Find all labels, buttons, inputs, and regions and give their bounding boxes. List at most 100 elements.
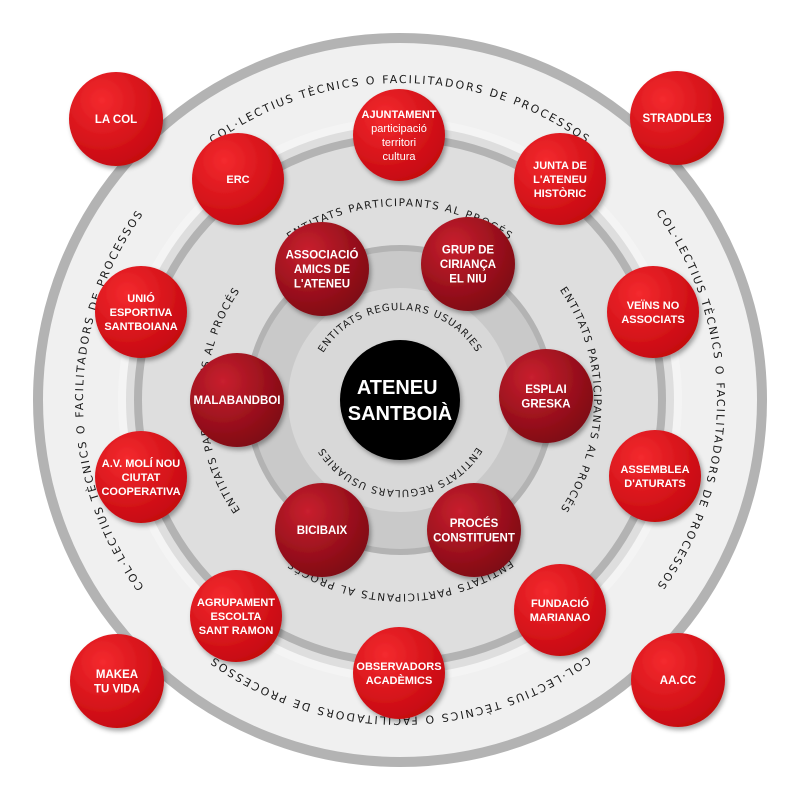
corner-node-label: MAKEA TU VIDA [94, 669, 140, 696]
middle-node-label-line: CIUTAT [122, 472, 161, 484]
middle-node-label-line: JUNTA DE [533, 160, 587, 172]
inner-node-label: ESPLAI GRESKA [521, 384, 570, 411]
middle-node-unio: UNIÓ ESPORTIVA SANTBOIANA [95, 266, 187, 358]
middle-node-fundacio: FUNDACIÓ MARIANAO [514, 564, 606, 656]
middle-node-label: AJUNTAMENT participació territori cultura [362, 109, 437, 163]
middle-node-label-line: ESPORTIVA [110, 307, 173, 319]
middle-node-circle [514, 564, 606, 656]
inner-node-circle [499, 349, 593, 443]
middle-node-erc: ERC [192, 133, 284, 225]
inner-node-circle [190, 353, 284, 447]
middle-node-label: VEÏNS NO ASSOCIATS [621, 299, 684, 326]
center-line-1: ATENEU [357, 377, 438, 399]
middle-node-circle [190, 570, 282, 662]
middle-node-label-line: ASSOCIATS [621, 314, 684, 326]
middle-node-label-line: COOPERATIVA [101, 486, 180, 498]
center-node: ATENEU SANTBOIÀ [340, 340, 460, 460]
middle-node-circle [609, 430, 701, 522]
middle-node-label-line: participació [371, 123, 427, 135]
middle-node-label-line: ESCOLTA [211, 611, 262, 623]
middle-node-agrupament: AGRUPAMENT ESCOLTA SANT RAMON [190, 570, 282, 662]
inner-node-circle [427, 483, 521, 577]
inner-node-label-line: GRUP DE [442, 245, 495, 257]
middle-node-label-line: cultura [382, 151, 416, 163]
inner-node-label-line: ASSOCIACIÓ [286, 249, 359, 262]
middle-node-label-line: territori [382, 137, 416, 149]
middle-node-label-line: VEÏNS NO [627, 299, 680, 312]
inner-node-label: MALABANDBOI [194, 395, 281, 407]
corner-node-makea: MAKEA TU VIDA [70, 634, 164, 728]
middle-node-label-line: FUNDACIÓ [531, 597, 589, 610]
corner-node-label-line: AA.CC [660, 675, 696, 687]
middle-node-label-line: AGRUPAMENT [197, 597, 275, 609]
middle-node-label-line: OBSERVADORS [356, 661, 441, 673]
inner-node-esplai: ESPLAI GRESKA [499, 349, 593, 443]
inner-node-circle [421, 217, 515, 311]
inner-node-label: PROCÉS CONSTITUENT [433, 517, 515, 545]
middle-node-veins: VEÏNS NO ASSOCIATS [607, 266, 699, 358]
middle-node-label: AGRUPAMENT ESCOLTA SANT RAMON [197, 597, 275, 637]
inner-node-label-line: L'ATENEU [294, 279, 350, 291]
inner-node-label-line: BICIBAIX [297, 525, 348, 537]
corner-node-circle [69, 72, 163, 166]
corner-node-circle [630, 71, 724, 165]
middle-node-circle [514, 133, 606, 225]
center-line-2: SANTBOIÀ [348, 402, 452, 425]
middle-node-label-line: HISTÒRIC [534, 187, 587, 200]
inner-node-grup-criansa: GRUP DE CIRIANÇA EL NIU [421, 217, 515, 311]
middle-node-label-line: AJUNTAMENT [362, 109, 437, 121]
inner-node-label-line: ESPLAI [525, 384, 567, 396]
corner-node-circle [70, 634, 164, 728]
corner-node-aacc: AA.CC [631, 633, 725, 727]
inner-node-bicibaix: BICIBAIX [275, 483, 369, 577]
corner-node-label-line: STRADDLE3 [642, 113, 711, 125]
inner-node-label-line: CIRIANÇA [440, 259, 496, 271]
middle-node-label-line: UNIÓ [127, 292, 155, 305]
middle-node-circle [95, 266, 187, 358]
inner-node-label-line: CONSTITUENT [433, 532, 515, 544]
inner-node-label: BICIBAIX [297, 525, 348, 537]
inner-node-label-line: EL NIU [449, 274, 487, 286]
middle-node-label: UNIÓ ESPORTIVA SANTBOIANA [104, 292, 177, 333]
middle-node-label-line: L'ATENEU [533, 174, 587, 186]
corner-node-label-line: TU VIDA [94, 683, 140, 695]
inner-node-circle [275, 483, 369, 577]
middle-node-label-line: ACADÈMICS [366, 674, 433, 687]
middle-node-circle [95, 431, 187, 523]
corner-node-la-col: LA COL [69, 72, 163, 166]
inner-node-circle [275, 222, 369, 316]
middle-node-label-line: MARIANAO [530, 612, 591, 624]
middle-node-circle [607, 266, 699, 358]
middle-node-circle [353, 627, 445, 719]
middle-node-label-line: SANT RAMON [199, 625, 274, 637]
inner-node-label-line: PROCÉS [450, 517, 499, 530]
middle-node-label-line: ERC [226, 174, 249, 186]
inner-node-label-line: GRESKA [521, 398, 570, 410]
corner-node-label-line: MAKEA [96, 669, 138, 681]
corner-node-label-line: LA COL [95, 114, 137, 126]
middle-node-circle [192, 133, 284, 225]
svg-text:ATENEU SANTBOIÀ: ATENEU SANTBOIÀ [348, 377, 452, 425]
middle-node-circle [353, 89, 445, 181]
middle-node-label-line: D'ATURATS [624, 478, 685, 490]
corner-node-label: AA.CC [660, 675, 696, 687]
corner-node-straddle3: STRADDLE3 [630, 71, 724, 165]
middle-node-label: FUNDACIÓ MARIANAO [530, 597, 591, 624]
corner-node-label: STRADDLE3 [642, 113, 711, 125]
corner-node-label: LA COL [95, 114, 137, 126]
middle-node-label-line: SANTBOIANA [104, 321, 177, 333]
inner-node-malabandboi: MALABANDBOI [190, 353, 284, 447]
inner-node-proces-constituent: PROCÉS CONSTITUENT [427, 483, 521, 577]
